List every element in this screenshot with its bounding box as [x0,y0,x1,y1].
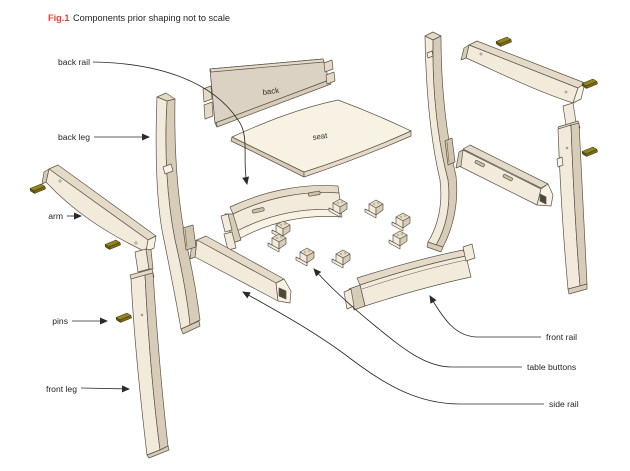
back-leg-right [424,31,458,253]
leader-front-rail [429,295,541,338]
label-back-rail: back rail [58,57,90,67]
back-rail [220,185,343,251]
leader-lines [67,61,544,405]
back-panel: back [202,58,336,128]
table-button [388,230,408,250]
leader-table-buttons [313,268,522,368]
pin [104,239,121,250]
label-table-buttons: table buttons [527,362,576,372]
leader-back-rail [92,61,250,185]
pin [581,146,598,157]
labels: back rail back leg arm pins front leg fr… [46,57,579,409]
pin [581,78,598,89]
figure-title: Components prior shaping [73,13,181,23]
side-rail-left [189,235,292,304]
pin [495,36,512,47]
arm-left [41,164,157,253]
table-button [267,233,287,253]
table-button [295,247,315,267]
table-button [331,249,351,269]
front-rail [343,243,476,311]
leader-side-rail [242,291,544,405]
label-front-rail: front rail [546,332,577,342]
label-back-leg: back leg [58,132,90,142]
pin [115,312,132,323]
back-leg-left [155,92,201,335]
label-front-leg: front leg [46,384,77,394]
front-leg-left [129,248,170,459]
table-button [364,199,384,219]
label-side-rail: side rail [549,399,579,409]
pin [29,183,46,194]
seat-text: seat [312,131,329,142]
label-pins: pins [52,316,68,326]
back-panel-text: back [262,86,280,97]
front-leg-right [556,102,588,295]
table-button [391,212,411,232]
side-rail-right [455,144,554,207]
arm-right [460,40,586,104]
label-arm: arm [48,211,63,221]
seat-panel: seat [230,99,412,178]
figure-tag: Fig.1 [48,13,69,23]
figure-title-note: not to scale [183,13,230,23]
leader-front-leg [80,385,130,393]
